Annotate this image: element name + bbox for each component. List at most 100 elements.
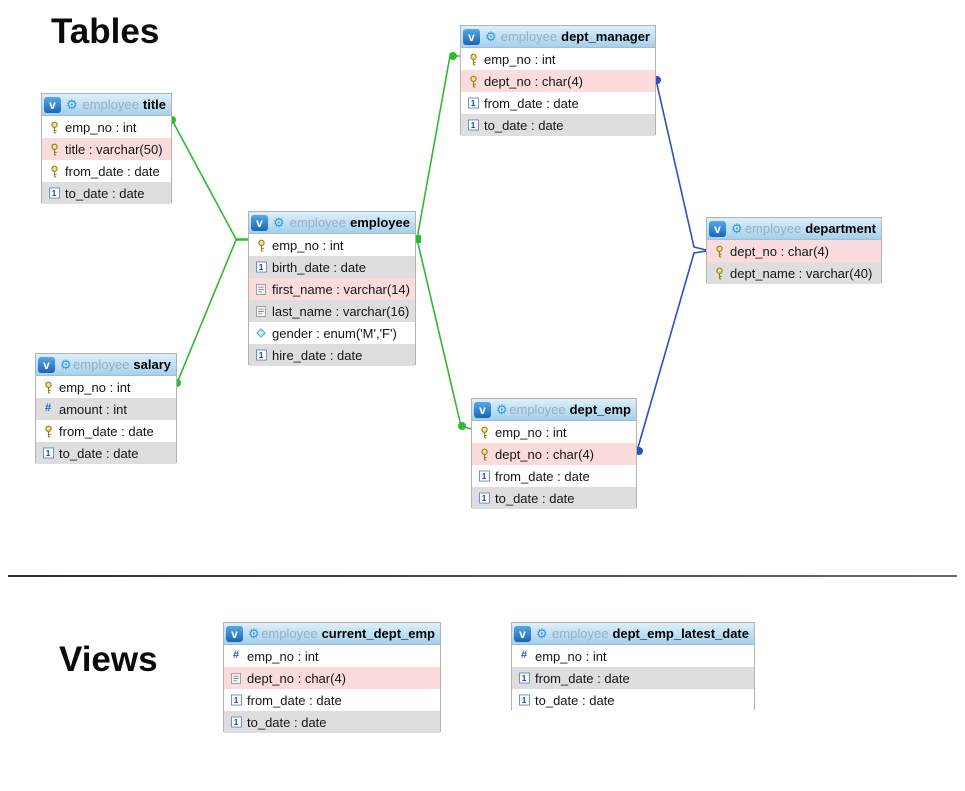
column-definition: first_name : varchar(14) xyxy=(272,281,410,297)
column-definition: dept_no : char(4) xyxy=(247,670,347,686)
column-definition: to_date : date xyxy=(65,185,145,201)
column-definition: to_date : date xyxy=(59,445,139,461)
relation-line-dept-manager-department xyxy=(655,79,707,251)
column-definition: last_name : varchar(16) xyxy=(272,303,410,319)
table-name: current_dept_emp xyxy=(321,625,435,641)
date-icon: 1 xyxy=(230,694,242,706)
column-row: # emp_no : int xyxy=(512,645,754,667)
numeric-icon-glyph: # xyxy=(520,649,528,662)
column-definition: from_date : date xyxy=(65,163,160,179)
schema-name: employee xyxy=(289,214,347,230)
table-name: title xyxy=(142,96,166,112)
gear-icon: ⚙ xyxy=(273,215,285,230)
column-definition: from_date : date xyxy=(247,692,342,708)
view-badge-icon: v xyxy=(226,625,243,642)
column-definition: amount : int xyxy=(59,401,127,417)
column-definition: dept_no : char(4) xyxy=(484,73,584,89)
svg-text:1: 1 xyxy=(470,99,475,108)
tables-section-heading: Tables xyxy=(51,12,160,51)
column-row: dept_no : char(4) xyxy=(224,667,440,689)
relation-line-dept-emp-department xyxy=(636,250,707,452)
column-definition: emp_no : int xyxy=(59,379,131,395)
column-row: first_name : varchar(14) xyxy=(249,278,415,300)
column-definition: hire_date : date xyxy=(272,347,363,363)
primary-key-icon xyxy=(713,245,725,258)
relation-endpoint-dot xyxy=(458,422,466,430)
svg-text:1: 1 xyxy=(521,674,526,683)
view-badge-icon: v xyxy=(474,401,491,418)
view-badge-icon: v xyxy=(38,356,55,373)
relation-line-employee-dept-manager xyxy=(416,55,460,240)
column-definition: gender : enum('M','F') xyxy=(272,325,397,341)
date-icon: 1 xyxy=(478,492,490,504)
column-definition: birth_date : date xyxy=(272,259,366,275)
column-definition: emp_no : int xyxy=(65,119,137,135)
column-row: emp_no : int xyxy=(472,421,636,443)
views-section-heading: Views xyxy=(59,640,158,679)
column-definition: emp_no : int xyxy=(272,237,344,253)
column-definition: emp_no : int xyxy=(247,648,319,664)
view-badge-icon: v xyxy=(251,214,268,231)
svg-text:1: 1 xyxy=(233,718,238,727)
svg-text:1: 1 xyxy=(481,494,486,503)
svg-text:1: 1 xyxy=(233,696,238,705)
primary-key-icon xyxy=(48,121,60,134)
text-icon xyxy=(255,305,267,317)
primary-key-icon xyxy=(467,53,479,66)
gear-icon: ⚙ xyxy=(485,29,497,44)
primary-key-icon xyxy=(478,426,490,439)
schema-name: employee xyxy=(744,220,802,236)
primary-key-icon xyxy=(48,143,60,156)
column-row: from_date : date xyxy=(42,160,171,182)
numeric-icon-glyph: # xyxy=(44,402,52,415)
column-definition: from_date : date xyxy=(59,423,154,439)
column-definition: from_date : date xyxy=(495,468,590,484)
column-row: dept_no : char(4) xyxy=(472,443,636,465)
column-definition: dept_no : char(4) xyxy=(495,446,595,462)
column-row: emp_no : int xyxy=(461,48,655,70)
column-definition: to_date : date xyxy=(495,490,575,506)
relation-endpoint-dot xyxy=(635,447,643,455)
column-row: 1 from_date : date xyxy=(224,689,440,711)
date-icon: 1 xyxy=(478,470,490,482)
column-row: dept_no : char(4) xyxy=(461,70,655,92)
column-row: last_name : varchar(16) xyxy=(249,300,415,322)
gear-icon: ⚙ xyxy=(731,221,743,236)
date-icon: 1 xyxy=(42,447,54,459)
relation-endpoint-dot xyxy=(449,52,457,60)
gear-icon: ⚙ xyxy=(60,357,72,372)
schema-name: employee xyxy=(82,96,139,112)
column-definition: emp_no : int xyxy=(535,648,607,664)
column-row: # amount : int xyxy=(36,398,176,420)
svg-text:1: 1 xyxy=(45,449,50,458)
column-row: from_date : date xyxy=(36,420,176,442)
text-icon xyxy=(255,283,267,295)
column-row: dept_no : char(4) xyxy=(707,240,881,262)
primary-key-icon xyxy=(255,239,267,252)
